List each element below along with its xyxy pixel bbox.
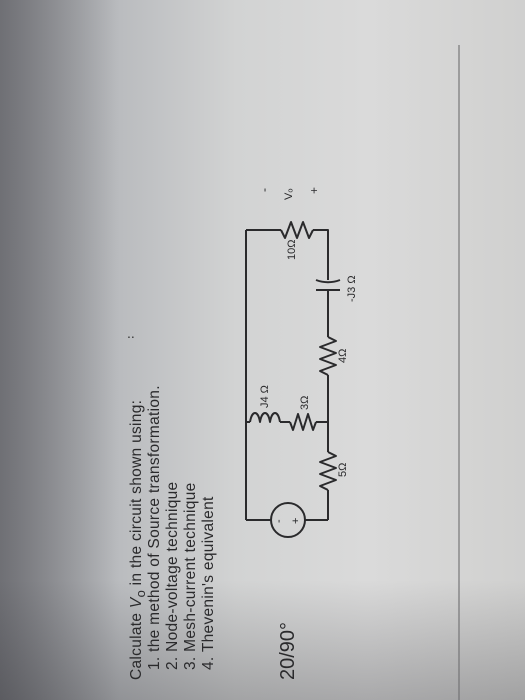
label-minus-j3-ohm: -J3 Ω [346, 275, 358, 302]
circuit-diagram: + - 20/90° 5Ω 4Ω 3Ω J4 Ω -J3 Ω 10Ω + Vₒ … [245, 187, 358, 680]
inductor-j4 [249, 412, 281, 423]
bullet-dot: .. [127, 325, 135, 341]
page-rule-line [458, 45, 460, 700]
label-4-ohm: 4Ω [337, 349, 349, 363]
vo-minus: - [257, 188, 271, 192]
shadow-left [0, 0, 120, 700]
vo-label: Vₒ [283, 189, 295, 201]
shadow-bottom [0, 580, 525, 700]
source-plus-icon: + [290, 518, 302, 524]
label-10-ohm: 10Ω [286, 240, 298, 260]
rotated-sheet: Calculate Vo in the circuit shown using:… [128, 0, 468, 700]
capacitor-plate-2 [315, 279, 341, 284]
label-3-ohm: 3Ω [299, 396, 311, 410]
resistor-3-ohm [289, 413, 317, 431]
resistor-10-ohm [280, 221, 314, 239]
source-minus-icon: - [273, 519, 285, 523]
wire-top-5 [313, 229, 329, 280]
resistor-5-ohm [319, 451, 337, 491]
label-5-ohm: 5Ω [337, 463, 349, 477]
label-j4-ohm: J4 Ω [259, 385, 271, 408]
voltage-source-icon [270, 502, 306, 538]
resistor-4-ohm [319, 336, 337, 376]
source-label: 20/90° [277, 622, 299, 680]
vo-plus: + [307, 187, 321, 194]
